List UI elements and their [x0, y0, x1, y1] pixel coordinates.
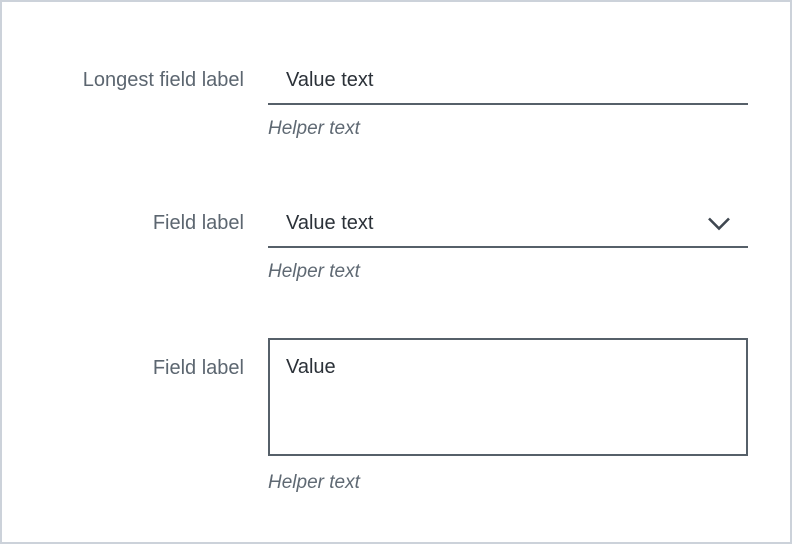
field-label: Field label: [152, 212, 244, 234]
textarea-input[interactable]: Value: [268, 338, 748, 456]
field-label: Field label: [152, 357, 244, 379]
chevron-down-icon: [708, 217, 730, 230]
field-row-textarea: Field label Value Helper text: [2, 338, 790, 495]
dropdown-select[interactable]: Value text: [268, 209, 748, 248]
helper-text: Helper text: [268, 472, 360, 493]
field-row-dropdown: Field label Value text Helper text: [2, 209, 790, 284]
form-container: Longest field label Helper text Field la…: [2, 2, 790, 495]
field-row-text-input: Longest field label Helper text: [2, 66, 790, 141]
field-control: Helper text: [268, 66, 748, 141]
dropdown-value: Value text: [286, 212, 374, 234]
field-label: Longest field label: [82, 69, 244, 91]
helper-text: Helper text: [268, 261, 360, 282]
helper-text: Helper text: [268, 118, 360, 139]
field-control: Value text Helper text: [268, 209, 748, 284]
field-control: Value Helper text: [268, 338, 748, 495]
text-input[interactable]: [268, 66, 748, 105]
